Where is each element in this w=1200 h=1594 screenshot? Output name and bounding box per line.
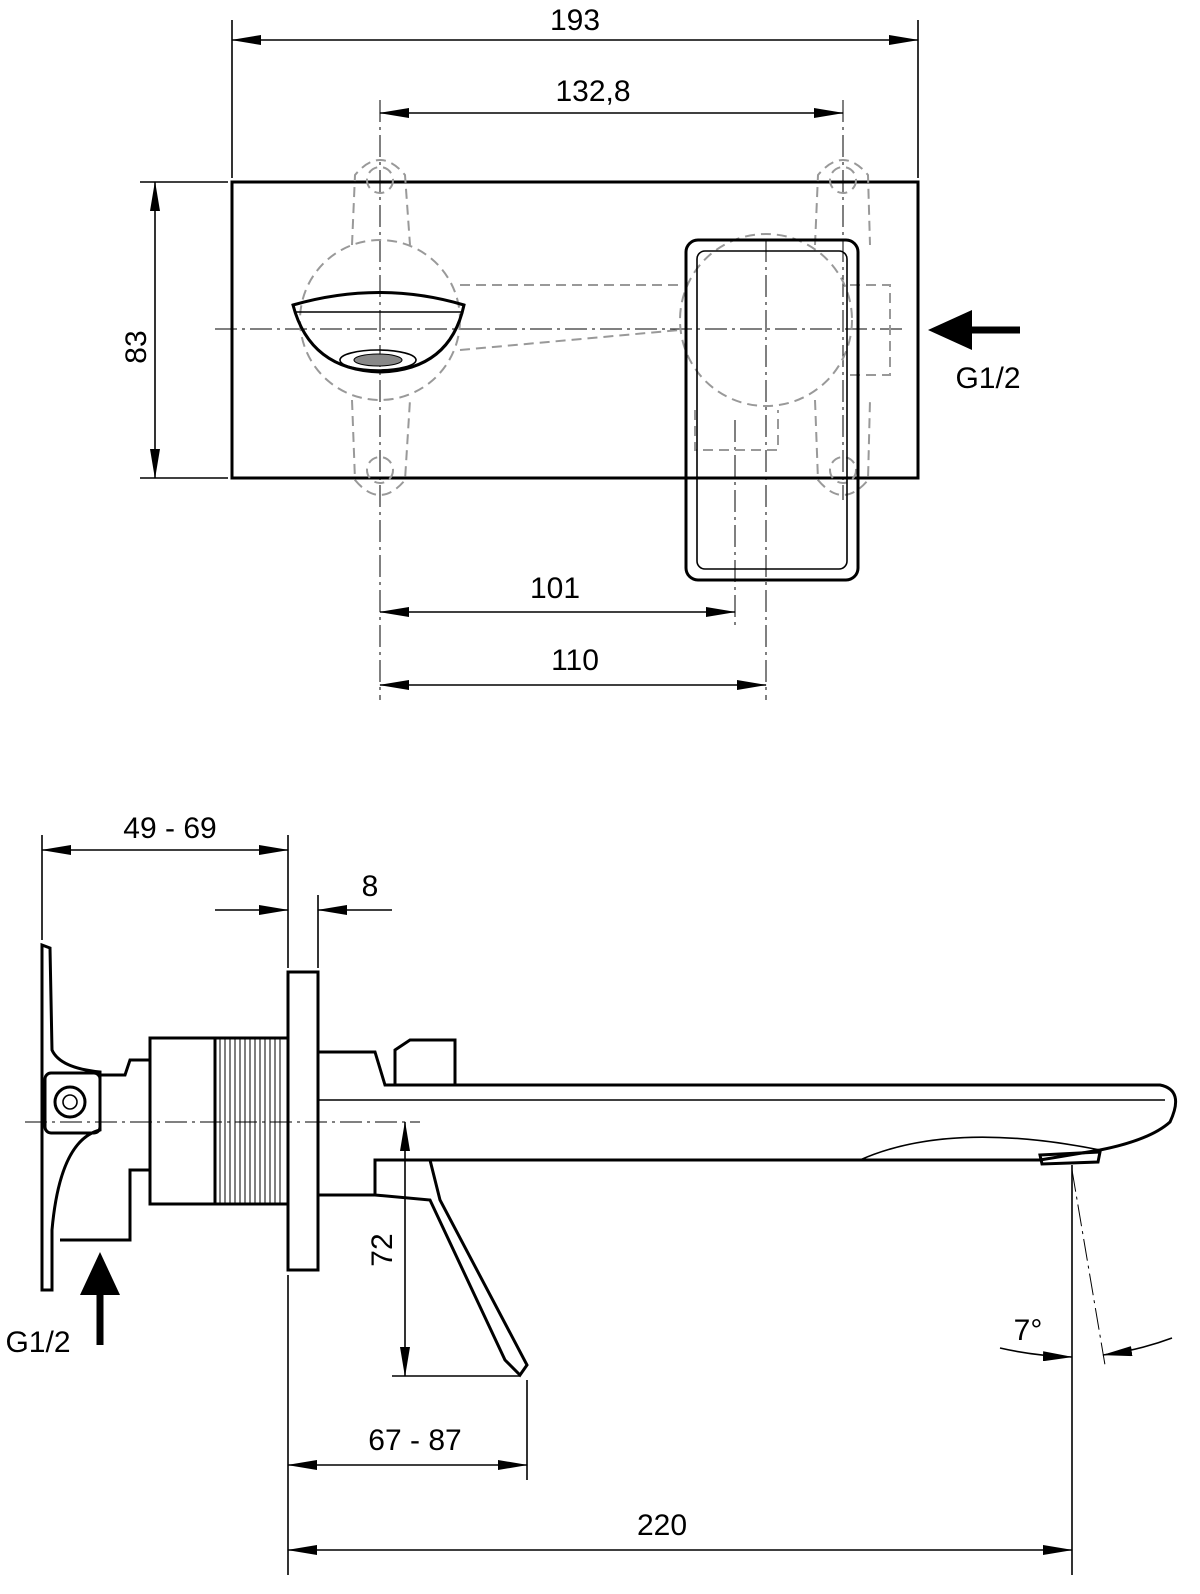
hidden-mounting-body: [299, 159, 891, 496]
dim-49-69: 49 - 69: [123, 812, 216, 845]
dim-220: 220: [637, 1509, 687, 1542]
top-view: 193 132,8 83 101 110 G1/2: [120, 4, 1021, 700]
dim-101: 101: [530, 572, 580, 605]
side-view: 49 - 69 8 72 67 - 87 220 7° G1/2: [5, 812, 1178, 1575]
inlet-arrow-icon: [928, 310, 1020, 350]
wall-flange: [286, 970, 320, 1272]
dim-67-87: 67 - 87: [368, 1424, 461, 1457]
wall-plate: [230, 180, 920, 480]
inlet-label-top: G1/2: [955, 362, 1020, 395]
inlet-label-side: G1/2: [5, 1326, 70, 1359]
lever-handle-inner: [696, 250, 848, 570]
dim-7-deg: 7°: [1014, 1314, 1043, 1347]
dim-83: 83: [120, 330, 153, 363]
dim-110: 110: [551, 644, 599, 677]
lever-handle: [684, 238, 860, 582]
valve-body: [148, 1036, 217, 1206]
lever-handle-side: [373, 1158, 529, 1378]
spout: [316, 1050, 1178, 1197]
inlet-arrow-icon: [80, 1252, 120, 1345]
threaded-sleeve: [213, 1036, 290, 1206]
dim-8: 8: [362, 870, 379, 903]
lever-top: [393, 1038, 457, 1087]
dim-72: 72: [366, 1233, 399, 1266]
spout-outlet: [291, 291, 466, 374]
dim-132-8: 132,8: [555, 75, 630, 108]
dim-193: 193: [550, 4, 600, 37]
